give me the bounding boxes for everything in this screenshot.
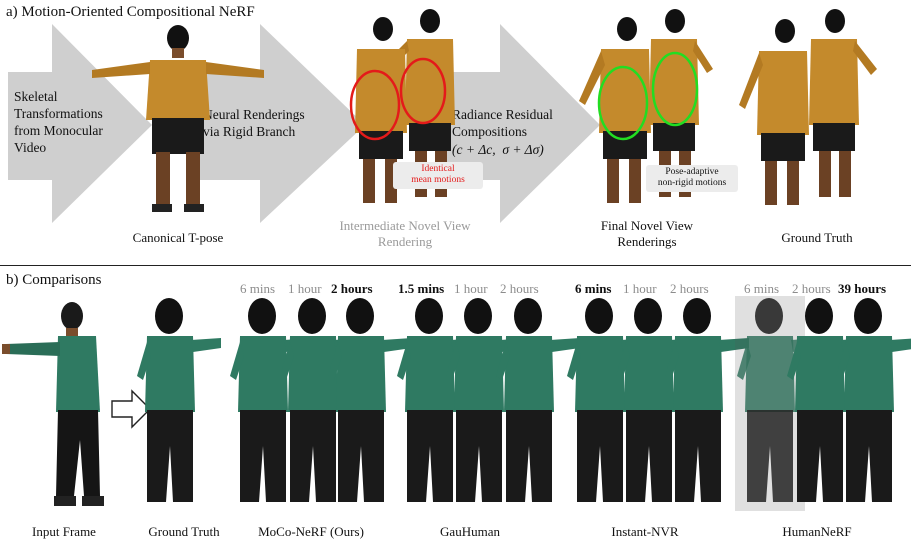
caption-tpose: Canonical T-pose <box>113 230 243 246</box>
moco-time-2: 1 hour <box>288 281 322 297</box>
comparison-figures <box>0 296 911 522</box>
blur-haze <box>735 296 805 511</box>
identical-motions-note: Identical mean motions <box>393 162 483 189</box>
label-instant-nvr: Instant-NVR <box>590 524 700 540</box>
label-ground-truth: Ground Truth <box>134 524 234 540</box>
rendered-figure <box>496 298 580 502</box>
gauhuman-time-1: 1.5 mins <box>398 281 444 297</box>
rendered-figure <box>836 298 911 502</box>
instantnvr-time-3: 2 hours <box>670 281 709 297</box>
gt-figures-a <box>735 5 885 215</box>
arrow3-formula: (c + Δc, σ + Δσ) <box>452 142 544 159</box>
label-gauhuman: GauHuman <box>415 524 525 540</box>
instantnvr-time-1: 6 mins <box>575 281 611 297</box>
section-divider <box>0 265 911 266</box>
label-moco-nerf: MoCo-NeRF (Ours) <box>246 524 376 540</box>
moco-time-1: 6 mins <box>240 281 275 297</box>
instantnvr-time-2: 1 hour <box>623 281 657 297</box>
tpose-figure <box>88 24 268 219</box>
caption-ground-truth: Ground Truth <box>762 230 872 246</box>
label-input-frame: Input Frame <box>14 524 114 540</box>
rendered-figure <box>328 298 412 502</box>
section-b-title: b) Comparisons <box>6 272 101 289</box>
label-humannerf: HumanNeRF <box>762 524 872 540</box>
gauhuman-time-3: 2 hours <box>500 281 539 297</box>
humannerf-time-2: 2 hours <box>792 281 831 297</box>
caption-intermediate: Intermediate Novel View Rendering <box>320 218 490 251</box>
caption-final: Final Novel View Renderings <box>582 218 712 251</box>
arrow3-text: Radiance Residual Compositions <box>452 107 553 141</box>
humannerf-time-1: 6 mins <box>744 281 779 297</box>
pose-adaptive-note: Pose-adaptive non-rigid motions <box>646 165 738 192</box>
gauhuman-time-2: 1 hour <box>454 281 488 297</box>
humannerf-time-3: 39 hours <box>838 281 886 297</box>
moco-time-3: 2 hours <box>331 281 373 297</box>
gt-figure <box>137 298 221 502</box>
